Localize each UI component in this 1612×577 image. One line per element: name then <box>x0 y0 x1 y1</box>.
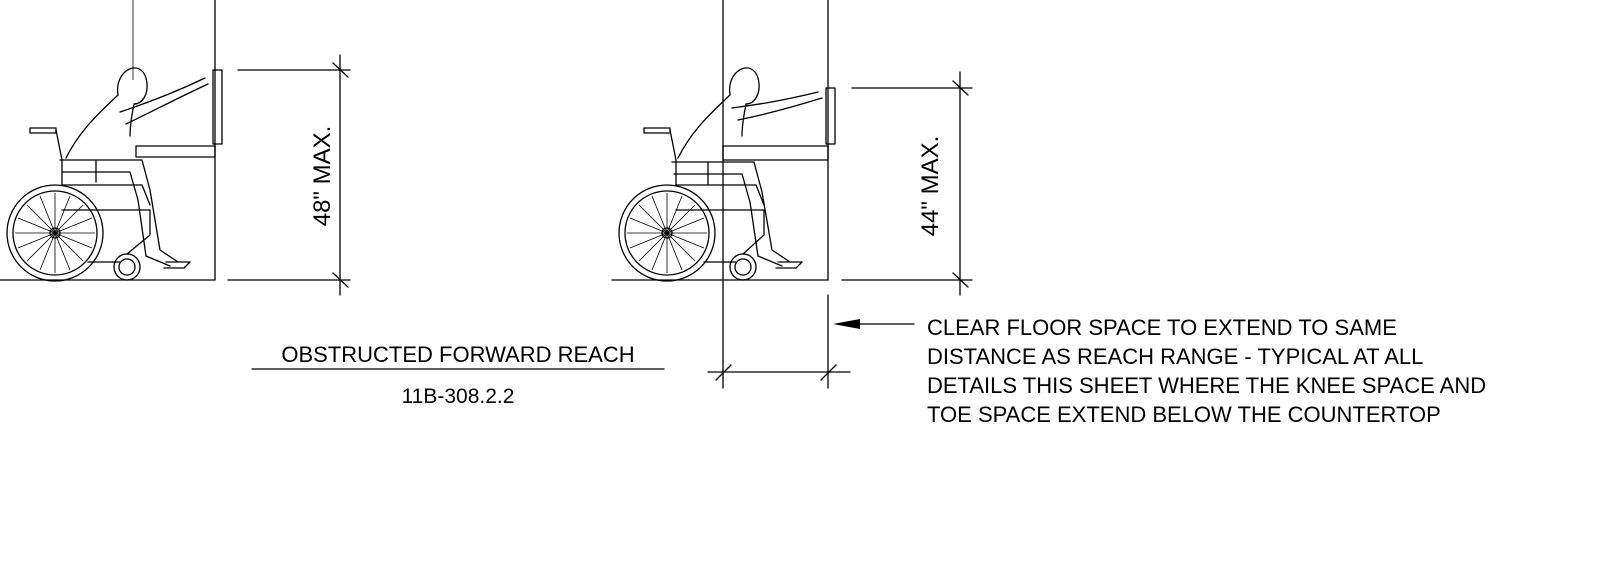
note-line-2: DISTANCE AS REACH RANGE - TYPICAL AT ALL <box>927 344 1423 369</box>
left-dimension-label: 48" MAX. <box>309 126 336 227</box>
left-figure: 48" MAX. OBSTRUCTED FORWARD REACH 11B-30… <box>0 0 665 408</box>
note-line-1: CLEAR FLOOR SPACE TO EXTEND TO SAME <box>927 315 1397 340</box>
right-person-icon <box>671 67 823 269</box>
left-wall-control <box>212 69 223 145</box>
note-leader-arrow <box>833 319 915 329</box>
left-wheelchair-icon <box>6 127 151 282</box>
left-dimension: 48" MAX. <box>227 54 351 296</box>
clear-floor-space-note: CLEAR FLOOR SPACE TO EXTEND TO SAME DIST… <box>927 315 1486 427</box>
code-reference: 11B-308.2.2 <box>402 385 515 408</box>
clear-space-dimension <box>707 364 851 381</box>
right-dimension: 44" MAX. <box>841 71 973 296</box>
left-countertop <box>135 145 216 158</box>
note-line-4: TOE SPACE EXTEND BELOW THE COUNTERTOP <box>927 402 1441 427</box>
note-line-3: DETAILS THIS SHEET WHERE THE KNEE SPACE … <box>927 373 1486 398</box>
figure-title: OBSTRUCTED FORWARD REACH <box>281 342 634 367</box>
right-wall-control <box>825 87 836 145</box>
right-countertop <box>722 145 829 161</box>
right-wheelchair-icon <box>618 127 765 282</box>
right-dimension-label: 44" MAX. <box>917 136 944 237</box>
left-person-icon <box>59 67 209 269</box>
right-figure: 44" MAX. CLEAR FLOOR SPACE TO EXTEND TO … <box>611 0 1486 427</box>
